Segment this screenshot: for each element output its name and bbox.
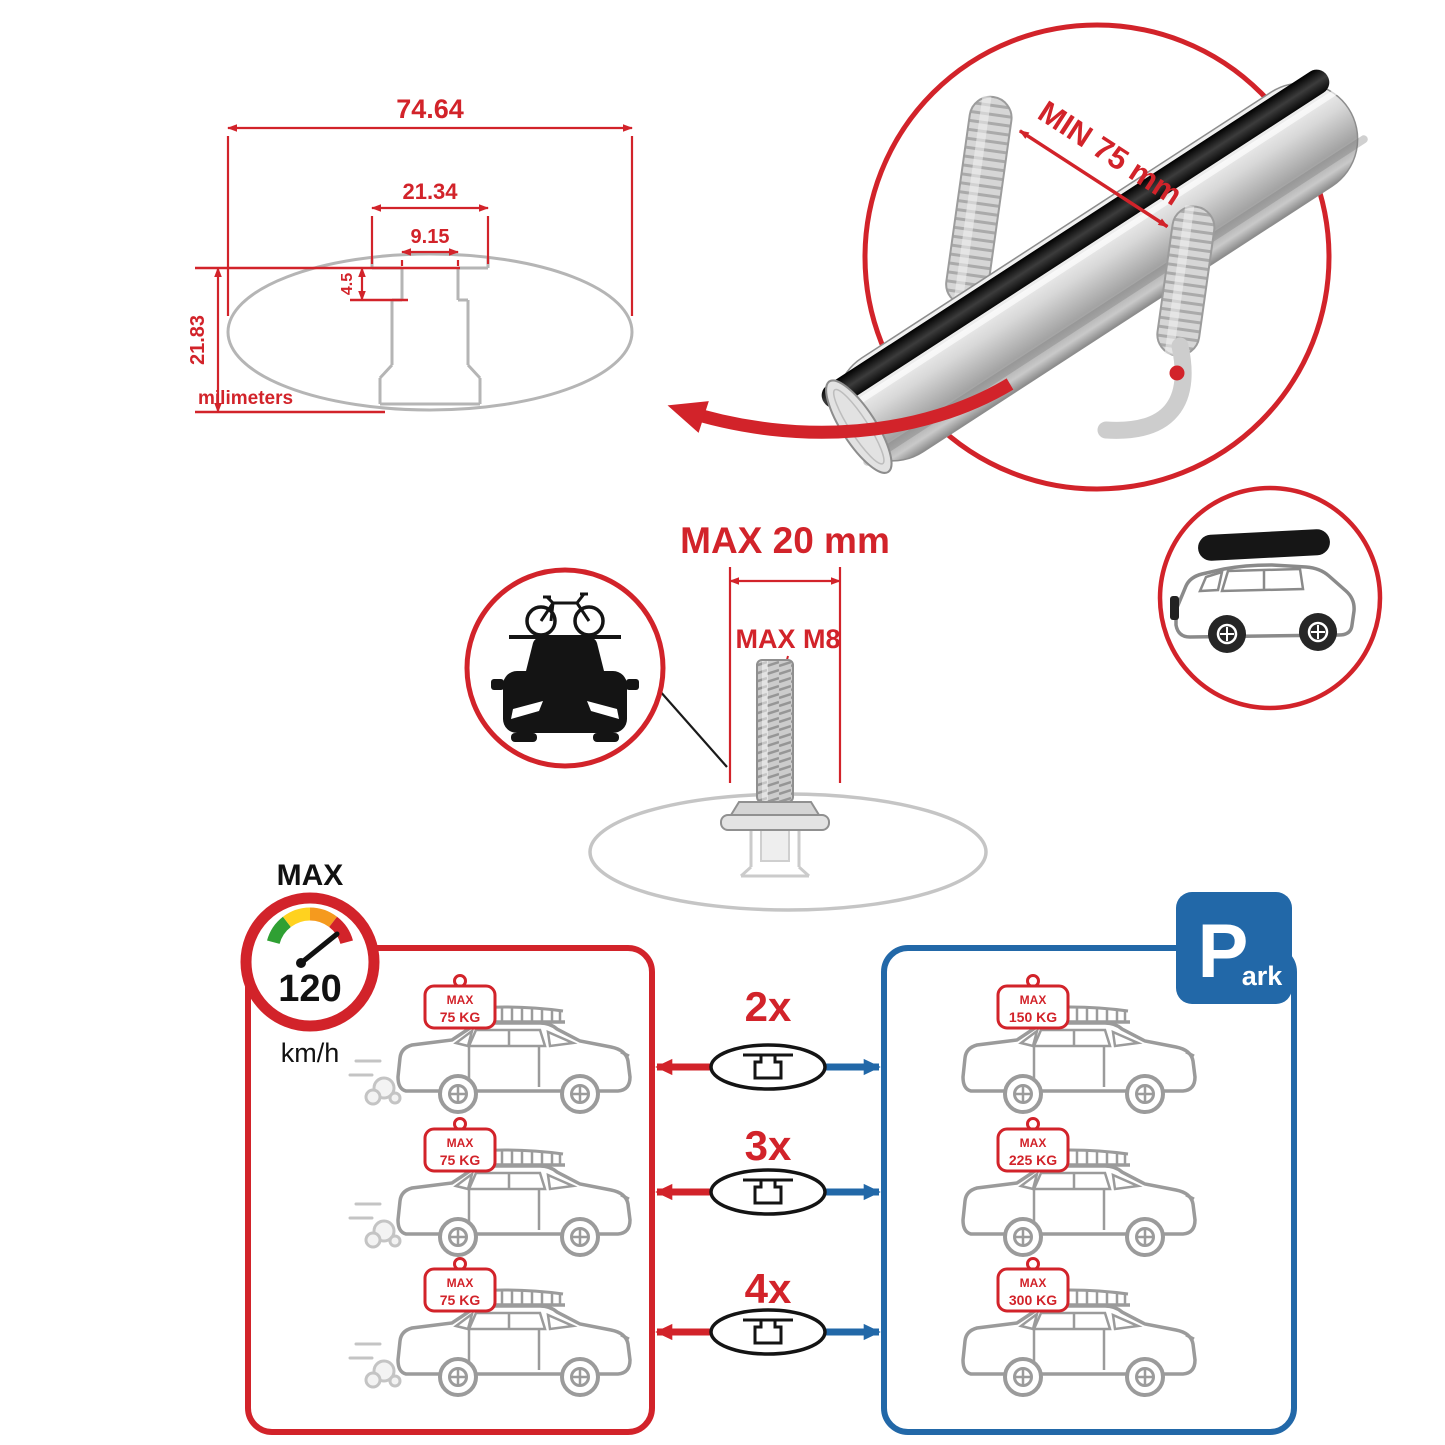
roofbox-car-inset bbox=[1157, 485, 1383, 711]
driving-car-row3: MAX 75 KG bbox=[348, 1257, 632, 1397]
exhaust-puffs bbox=[348, 1059, 402, 1106]
tag-max-label: MAX bbox=[1020, 1136, 1047, 1150]
clamp-rod-right bbox=[1156, 205, 1216, 357]
dimension-slot-width: 9.15 bbox=[400, 226, 460, 266]
bolt-diagram: MAX 20 mm MAX M8 bbox=[464, 520, 988, 912]
max-20-label: MAX 20 mm bbox=[680, 520, 890, 561]
dimension-slot-depth: 4.5 bbox=[339, 267, 366, 301]
profile-channel-ghost bbox=[739, 831, 811, 878]
parking-sign-suffix: ark bbox=[1242, 961, 1284, 991]
tag-value: 300 KG bbox=[1009, 1292, 1057, 1308]
roof-cargo-box bbox=[1198, 529, 1330, 561]
tag-max-label: MAX bbox=[447, 1136, 474, 1150]
suv-wheels bbox=[1208, 613, 1337, 653]
speed-limit-heading: MAX bbox=[277, 859, 344, 892]
parking-sign-letter: P bbox=[1198, 909, 1249, 994]
headlight-right bbox=[587, 701, 619, 719]
exhaust-puffs bbox=[348, 1342, 402, 1389]
bolt-washer bbox=[720, 814, 830, 831]
speed-limit-gauge: 120 bbox=[240, 892, 380, 1032]
load-tag: MAX 225 KG bbox=[996, 1117, 1070, 1173]
threaded-bolt bbox=[720, 659, 830, 831]
dim-slot-width-label: 9.15 bbox=[411, 226, 450, 248]
tag-max-label: MAX bbox=[1020, 1276, 1047, 1290]
speed-limit-value: 120 bbox=[278, 968, 341, 1010]
car-front-silhouette bbox=[491, 637, 639, 742]
bolt-flange bbox=[729, 801, 821, 816]
tag-value: 150 KG bbox=[1009, 1009, 1057, 1025]
dim-slot-depth-label: 4.5 bbox=[339, 273, 356, 295]
units-label: milimeters bbox=[198, 388, 293, 409]
crossbar-oval-icon-row2 bbox=[709, 1168, 827, 1216]
dim-channel-width-label: 21.34 bbox=[402, 179, 458, 204]
max-m8-label: MAX M8 bbox=[735, 624, 840, 654]
load-tag: MAX 150 KG bbox=[996, 974, 1070, 1030]
crossbar-oval-icon-row1 bbox=[709, 1043, 827, 1091]
dimension-max-20 bbox=[728, 567, 842, 783]
load-tag: MAX 75 KG bbox=[423, 1117, 497, 1173]
load-capacity-diagram: P ark 2x 3x 4x bbox=[240, 859, 1297, 1435]
tag-max-label: MAX bbox=[1020, 993, 1047, 1007]
gauge-needle bbox=[298, 931, 340, 966]
parking-sign: P ark bbox=[1176, 892, 1292, 1004]
pointer-arrow bbox=[667, 378, 1014, 439]
parked-car-row3: MAX 300 KG bbox=[961, 1257, 1197, 1397]
bar-count-row3: 4x bbox=[745, 1265, 792, 1312]
driving-car-row1: MAX 75 KG bbox=[348, 974, 632, 1114]
aluminium-bar bbox=[821, 69, 1368, 474]
icon-pointer-line bbox=[658, 689, 728, 768]
load-tag: MAX 300 KG bbox=[996, 1257, 1070, 1313]
tag-value: 75 KG bbox=[440, 1292, 481, 1308]
pointer-arrow-shaft bbox=[667, 378, 1014, 439]
driving-car-row2: MAX 75 KG bbox=[348, 1117, 632, 1257]
tag-value: 75 KG bbox=[440, 1152, 481, 1168]
tag-value: 225 KG bbox=[1009, 1152, 1057, 1168]
tag-max-label: MAX bbox=[447, 993, 474, 1007]
bar-t-slot bbox=[821, 69, 1330, 409]
bike-on-car-icon bbox=[464, 567, 666, 769]
speed-limit-units: km/h bbox=[281, 1038, 340, 1068]
suv-grille bbox=[1170, 596, 1179, 620]
load-tag: MAX 75 KG bbox=[423, 974, 497, 1030]
suv-windows bbox=[1198, 567, 1305, 593]
dim-total-width-label: 74.64 bbox=[396, 94, 464, 124]
headlight-left bbox=[511, 701, 543, 719]
clamp-pivot-dot bbox=[1169, 365, 1185, 381]
bar-profile-oval bbox=[226, 252, 634, 412]
bar-detail-inset: MIN 75 mm bbox=[821, 22, 1368, 492]
cross-section-drawing: 74.64 21.34 9.15 4.5 21.83 milimeters bbox=[187, 94, 634, 414]
clamp-strap bbox=[1097, 337, 1192, 439]
dimension-total-height: 21.83 bbox=[187, 267, 222, 413]
crossbar-oval-icon-row3 bbox=[709, 1308, 827, 1356]
bar-count-row1: 2x bbox=[745, 983, 792, 1030]
exhaust-puffs bbox=[348, 1202, 402, 1249]
parked-car-row2: MAX 225 KG bbox=[961, 1117, 1197, 1257]
dimension-total-width: 74.64 bbox=[226, 94, 634, 316]
load-tag: MAX 75 KG bbox=[423, 1257, 497, 1313]
bolt-shank-inside bbox=[760, 826, 790, 862]
dimension-channel-width: 21.34 bbox=[370, 179, 490, 264]
dim-total-height-label: 21.83 bbox=[187, 315, 209, 365]
bar-count-row2: 3x bbox=[745, 1122, 792, 1169]
tag-max-label: MAX bbox=[447, 1276, 474, 1290]
tag-value: 75 KG bbox=[440, 1009, 481, 1025]
parked-car-row1: MAX 150 KG bbox=[961, 974, 1197, 1114]
